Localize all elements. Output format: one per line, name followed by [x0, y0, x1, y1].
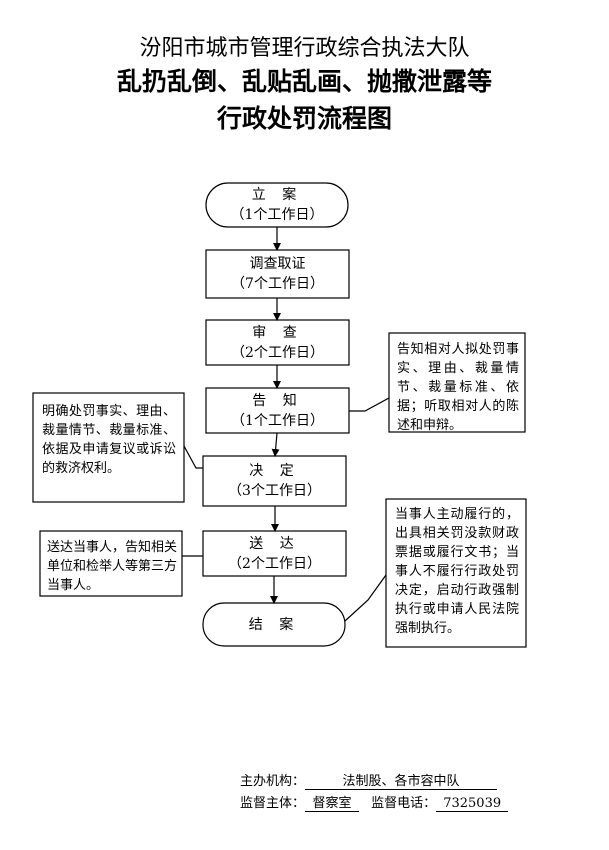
- footer-supervision: 监督主体：督察室 监督电话：7325039: [240, 792, 509, 812]
- step-close: 结 案: [203, 603, 345, 646]
- step-decide-duration: （3个工作日）: [228, 483, 321, 499]
- process-subtitle: 乱扔乱倒、乱贴乱画、抛撒泄露等: [116, 67, 492, 96]
- step-notify-duration: （1个工作日）: [231, 412, 324, 429]
- host-value: 法制股、各市容中队: [305, 770, 498, 790]
- step-investigate-duration: （7个工作日）: [231, 276, 324, 292]
- process-investigate-shape: [205, 249, 350, 299]
- step-review-duration: （2个工作日）: [231, 344, 324, 361]
- note-notify-box: [388, 332, 526, 433]
- note-decide-box: [32, 392, 185, 503]
- note-deliver: 送达当事人，告知相关单位和检举人等第三方当事人。: [47, 540, 178, 593]
- note-close: 当事人主动履行的，出具相关罚没款财政票据或履行文书；当事人不履行行政处罚决定，启…: [395, 507, 519, 636]
- host-label: 主办机构：: [240, 774, 306, 789]
- phone-label: 监督电话：: [371, 796, 437, 811]
- step-decide-name: 决 定: [249, 463, 300, 479]
- step-notify: 告 知 （1个工作日）: [206, 388, 349, 433]
- step-register-name: 立 案: [251, 187, 303, 203]
- step-deliver-duration: （2个工作日）: [228, 555, 321, 572]
- step-review-name: 审 查: [252, 324, 303, 341]
- step-investigate-name: 调查取证: [249, 256, 306, 272]
- step-register: 立 案 （1个工作日）: [206, 183, 348, 227]
- supervisor-label: 监督主体：: [240, 796, 306, 811]
- step-notify-name: 告 知: [252, 392, 303, 409]
- supervisor-value: 督察室: [305, 792, 360, 812]
- footer-host: 主办机构：法制股、各市容中队: [240, 770, 498, 790]
- org-title: 汾阳市城市管理行政综合执法大队: [139, 36, 470, 61]
- note-close-box: [385, 498, 527, 648]
- step-investigate: 调查取证 （7个工作日）: [206, 250, 349, 298]
- flowchart-title: 行政处罚流程图: [216, 104, 392, 133]
- step-deliver: 送 达 （2个工作日）: [203, 531, 346, 576]
- note-decide: 明确处罚事实、理由、裁量情节、裁量标准、依据及申请复议或诉讼的救济权利。: [42, 404, 176, 476]
- step-decide: 决 定 （3个工作日）: [203, 456, 346, 506]
- note-notify: 告知相对人拟处罚事实、理由、裁量情节、裁量标准、依据；听取相对人的陈述和申辩。: [397, 342, 519, 433]
- phone-value: 7325039: [436, 796, 509, 812]
- step-register-duration: （1个工作日）: [230, 207, 324, 223]
- step-close-name: 结 案: [248, 616, 300, 633]
- step-review: 审 查 （2个工作日）: [206, 320, 349, 365]
- step-deliver-name: 送 达: [249, 535, 300, 552]
- note-deliver-box: [39, 530, 183, 597]
